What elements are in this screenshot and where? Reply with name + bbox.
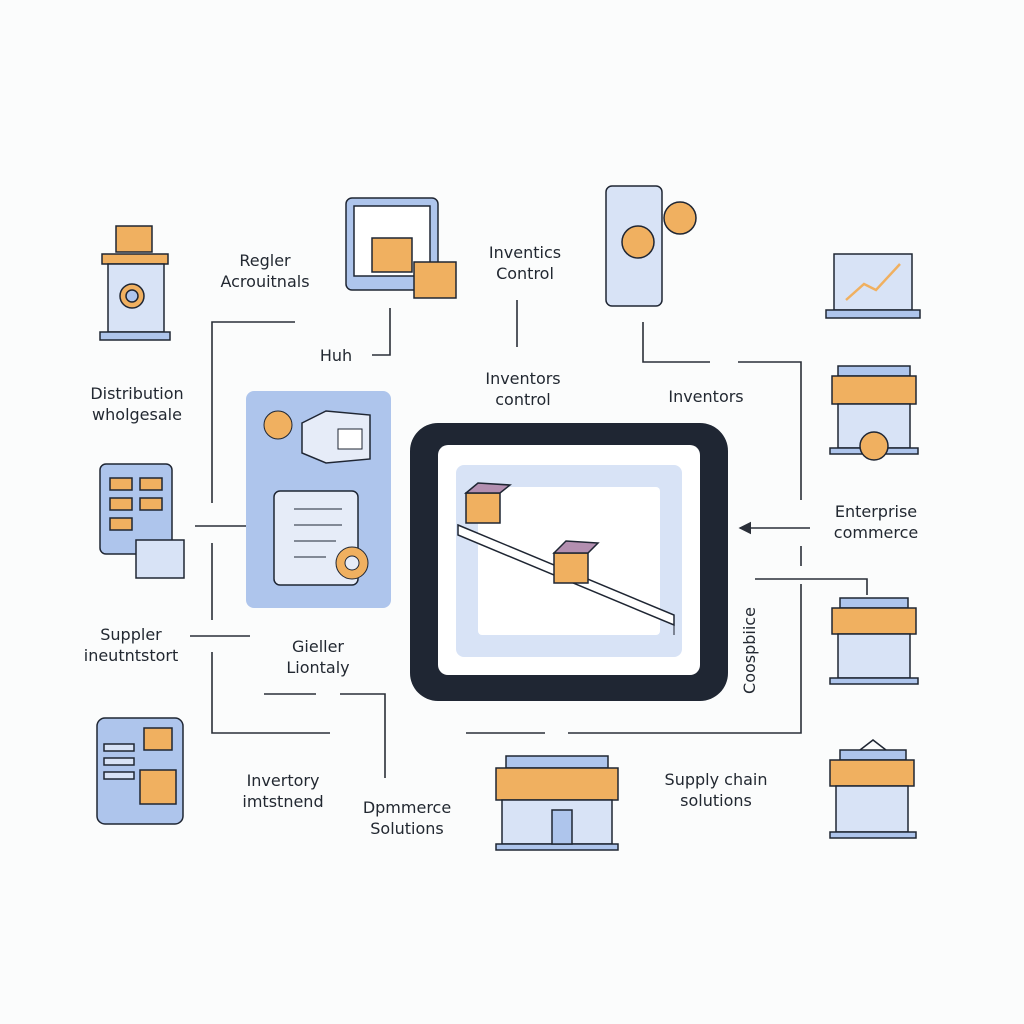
hub-panel bbox=[246, 391, 391, 608]
central-hub-frame bbox=[410, 423, 728, 701]
conveyor-belt-icon bbox=[457, 482, 675, 635]
label-huh: Huh bbox=[319, 346, 353, 365]
warehouse-icon bbox=[301, 410, 371, 464]
label-inventors: Inventors bbox=[668, 387, 744, 406]
box-icon bbox=[463, 482, 512, 524]
gear-icon bbox=[263, 410, 293, 440]
gear-icon bbox=[335, 546, 369, 580]
warehouse-checklist-icon bbox=[263, 410, 371, 586]
box-icon bbox=[552, 540, 600, 584]
label-coospbiice: Coospbiice bbox=[739, 607, 759, 694]
